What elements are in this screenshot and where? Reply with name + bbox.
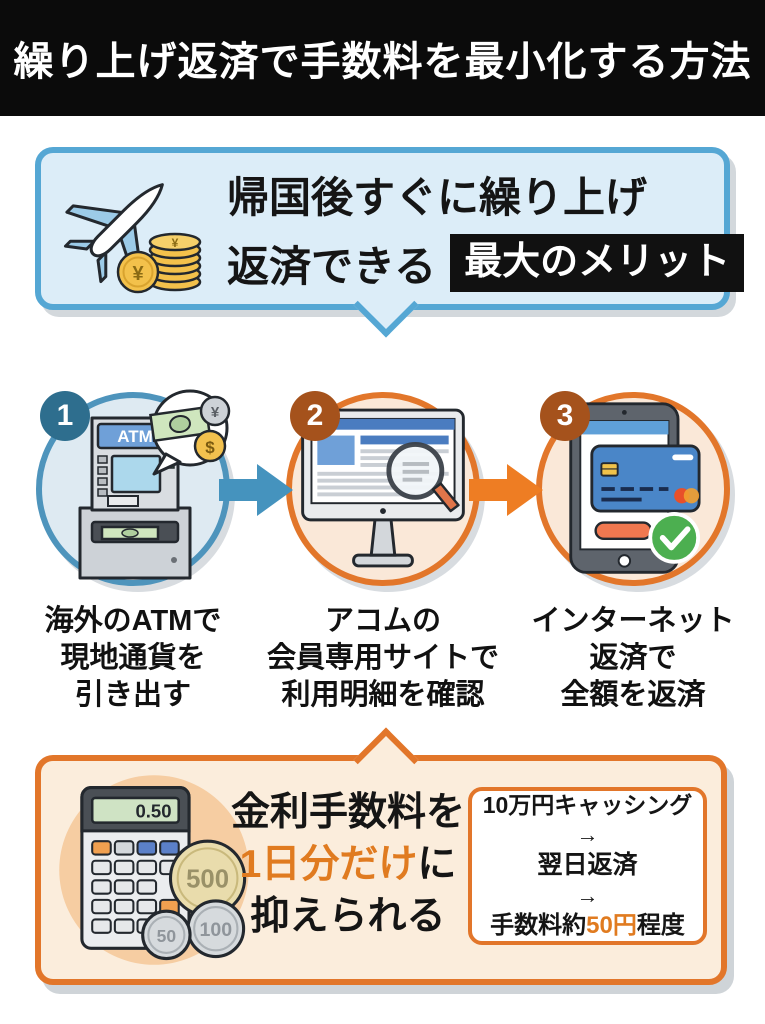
benefit-line-2: 1日分だけに	[227, 839, 469, 891]
arrow-right-orange-icon	[469, 461, 545, 524]
benefit-box: 0.50	[35, 727, 727, 985]
step-badge-1: 1	[40, 391, 90, 441]
merit-line-1: 帰国後すぐに繰り上げ	[227, 173, 648, 221]
benefit-line-1: 金利手数料を	[230, 791, 465, 834]
benefit-text: 金利手数料を 1日分だけに 抑えられる	[227, 787, 469, 943]
benefit-line-2-suffix: に	[417, 842, 457, 886]
calculator-display: 0.50	[135, 800, 171, 821]
benefit-highlight: 1日分だけ	[239, 842, 418, 886]
svg-text:$: $	[205, 438, 215, 457]
svg-text:¥: ¥	[211, 404, 220, 421]
example-line-2: 翌日返済	[537, 851, 638, 880]
svg-text:50: 50	[157, 926, 177, 946]
bubble-tail-up	[353, 727, 419, 793]
caption-line: 引き出す	[74, 678, 191, 711]
down-arrow-text: →	[576, 821, 599, 847]
coin-50-icon: 50	[141, 909, 192, 961]
caption-line: インターネット	[531, 605, 735, 637]
step-circle-1: ATM ¥	[36, 389, 231, 586]
example-card: 10万円キャッシング → 翌日返済 → 手数料約50円程度	[468, 787, 707, 945]
coin-stack-icon: ¥ ¥	[116, 232, 202, 293]
caption-line: 現地通貨を	[60, 641, 206, 674]
check-icon	[648, 512, 701, 564]
merit-line-2: 返済できる 最大のメリット	[227, 233, 745, 294]
svg-text:¥: ¥	[172, 236, 179, 250]
caption-line: 返済で	[589, 641, 677, 674]
step-badge-2: 2	[290, 391, 340, 441]
step-circle-3	[536, 392, 730, 586]
pay-button-shape	[594, 521, 653, 541]
merit-highlight: 最大のメリット	[450, 234, 745, 292]
step-badge-3: 3	[540, 391, 590, 441]
cash-slot-bill	[100, 525, 160, 541]
svg-text:500: 500	[186, 866, 229, 894]
magnifier-icon	[386, 441, 460, 513]
merit-line-2-prefix: 返済できる	[227, 242, 437, 290]
benefit-line-3: 抑えられる	[250, 894, 446, 938]
credit-card-icon	[590, 444, 701, 513]
coin-500-icon: 500	[168, 839, 247, 917]
caption-line: 全額を返済	[560, 678, 706, 711]
down-arrow-text: →	[576, 882, 599, 908]
fee-highlight: 50円	[586, 912, 637, 940]
money-bubble-icon: ¥ $	[149, 389, 231, 476]
caption-line: 利用明細を確認	[281, 678, 485, 711]
step-caption-2: アコムの 会員専用サイトで 利用明細を確認	[258, 603, 508, 713]
step-caption-3: インターネット 返済で 全額を返済	[508, 603, 758, 713]
step-caption-1: 海外のATMで 現地通貨を 引き出す	[8, 603, 258, 713]
atm-illustration-icon: ATM ¥	[78, 389, 231, 580]
caption-line: アコムの	[324, 605, 441, 637]
merit-bubble: ¥ ¥ 帰国後すぐに繰り上げ 返済できる 最大のメリット	[35, 147, 745, 338]
example-line-1: 10万円キャッシング	[482, 791, 693, 818]
calculator-coins-icon: 0.50	[51, 767, 257, 973]
svg-text:100: 100	[199, 919, 232, 941]
tablet-payment-icon	[569, 402, 701, 574]
caption-line: 会員専用サイトで	[266, 641, 499, 674]
svg-text:ATM: ATM	[117, 427, 153, 446]
header-bar: 繰り上げ返済で手数料を最小化する方法	[0, 0, 765, 116]
svg-text:¥: ¥	[132, 263, 144, 285]
example-line-3: 手数料約50円程度	[490, 912, 685, 940]
airplane-coins-icon: ¥ ¥	[61, 162, 213, 296]
merit-text: 帰国後すぐに繰り上げ 返済できる 最大のメリット	[213, 164, 745, 294]
page-title: 繰り上げ返済で手数料を最小化する方法	[13, 40, 752, 84]
browser-search-icon	[301, 408, 465, 568]
caption-line: 海外のATMで	[44, 605, 222, 637]
arrow-right-blue-icon	[219, 461, 295, 524]
